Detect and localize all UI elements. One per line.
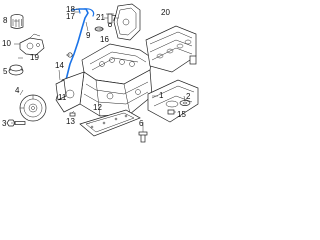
callout-4: 4: [15, 86, 20, 95]
callout-2: 2: [186, 92, 191, 101]
callout-3: 3: [2, 119, 7, 128]
part-4-crankshaft-pulley: [19, 94, 47, 122]
part-6-bolt: [138, 131, 148, 143]
callout-16: 16: [100, 35, 109, 44]
callout-8: 8: [3, 16, 8, 25]
callout-6: 6: [139, 119, 144, 128]
part-5-filler-cap: [8, 64, 24, 76]
callout-7: 7: [112, 14, 117, 23]
engine-parts-diagram: 18 17 21 7 16 9 8 10 19 5 14 11 4 3 13 1…: [0, 0, 200, 147]
part-21-sensor: [106, 13, 114, 27]
callout-1: 1: [159, 91, 164, 100]
callout-18: 18: [66, 5, 75, 14]
callout-11: 11: [58, 93, 67, 102]
leader-lines: [11, 8, 186, 132]
part-20-cover: [113, 3, 141, 41]
part-13-dowel: [69, 112, 76, 117]
callout-20: 20: [161, 8, 170, 17]
part-11-gasket: [55, 79, 67, 101]
callout-12: 12: [93, 103, 102, 112]
callout-14: 14: [55, 61, 64, 70]
callout-labels: 18 17 21 7 16 9 8 10 19 5 14 11 4 3 13 1…: [2, 5, 191, 128]
oil-pan: [147, 79, 199, 123]
part-15-clip: [167, 109, 175, 115]
intake-manifold: [145, 25, 197, 73]
callout-19: 19: [30, 53, 39, 62]
callout-9: 9: [86, 31, 91, 40]
callout-17: 17: [66, 12, 75, 21]
callout-13: 13: [66, 117, 75, 126]
part-8-oil-filter: [10, 14, 24, 29]
callout-10: 10: [2, 39, 11, 48]
callout-21: 21: [96, 13, 105, 22]
callout-15: 15: [177, 110, 186, 119]
part-10-bracket: [19, 33, 45, 56]
callout-5: 5: [3, 67, 8, 76]
part-2-drain-plug: [179, 100, 191, 106]
part-12-oil-pan-gasket: [79, 109, 141, 137]
